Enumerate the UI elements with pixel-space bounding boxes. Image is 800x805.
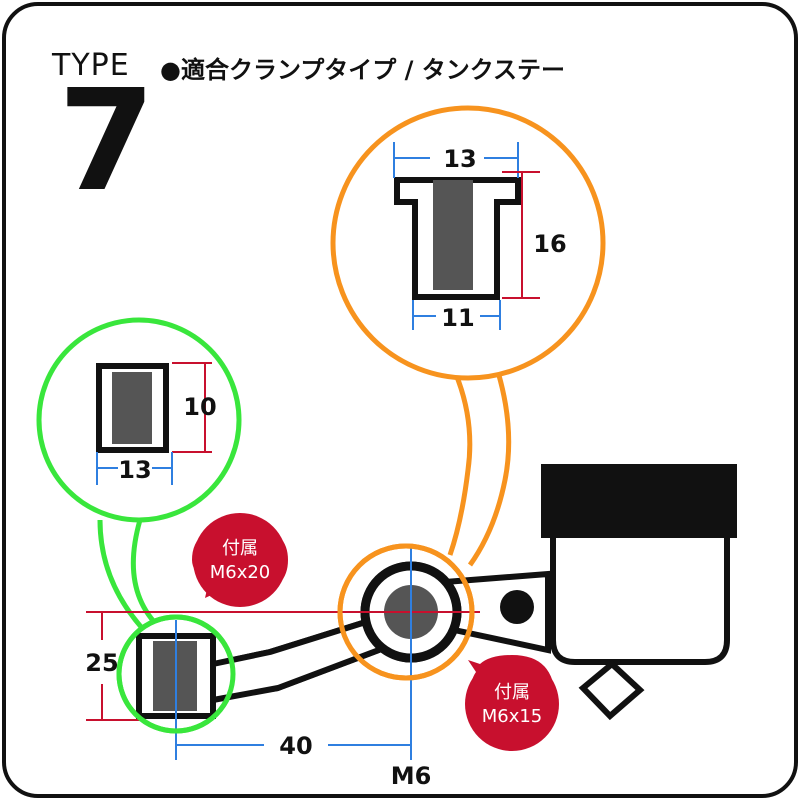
orange-connector-right [467,371,512,567]
dim-40-label: 40 [279,732,312,760]
dim-green-width [96,452,173,485]
dim-orange-height [502,171,540,299]
dim-green-height [172,362,212,453]
type-number: 7 [58,60,156,223]
orange-height-label: 16 [533,230,566,258]
tank-lid [541,464,737,538]
collar-profile [394,177,521,300]
tank-nozzle [578,660,645,721]
dim-orange-bottom [412,300,501,330]
green-connector-left [97,519,144,630]
green-height-label: 10 [183,393,216,421]
orange-small-circle-front [337,543,475,681]
dim-25-label: 25 [85,649,118,677]
orange-width-bottom-label: 11 [441,304,474,332]
badge2-line2: M6x15 [482,706,543,727]
green-small-circle-front [116,614,236,734]
bolt-label: M6 [391,762,432,790]
badge-m6x20 [192,513,288,607]
page-title: ●適合クランプタイプ / タンクステー [160,56,565,84]
type-label: TYPE [52,48,130,83]
dim-25 [86,612,140,721]
orange-width-top-label: 13 [443,145,476,173]
green-width-label: 13 [118,456,151,484]
badge1-line2: M6x20 [210,562,271,583]
badge2-line1: 付属 [494,682,530,703]
reservoir-tank [541,464,737,721]
badge-m6x15 [465,655,559,751]
spacer-profile [96,363,169,453]
orange-connector-left [447,371,473,556]
badge1-line1: 付属 [222,538,258,559]
bracket-hole [500,590,534,624]
green-connector-right [130,519,162,630]
